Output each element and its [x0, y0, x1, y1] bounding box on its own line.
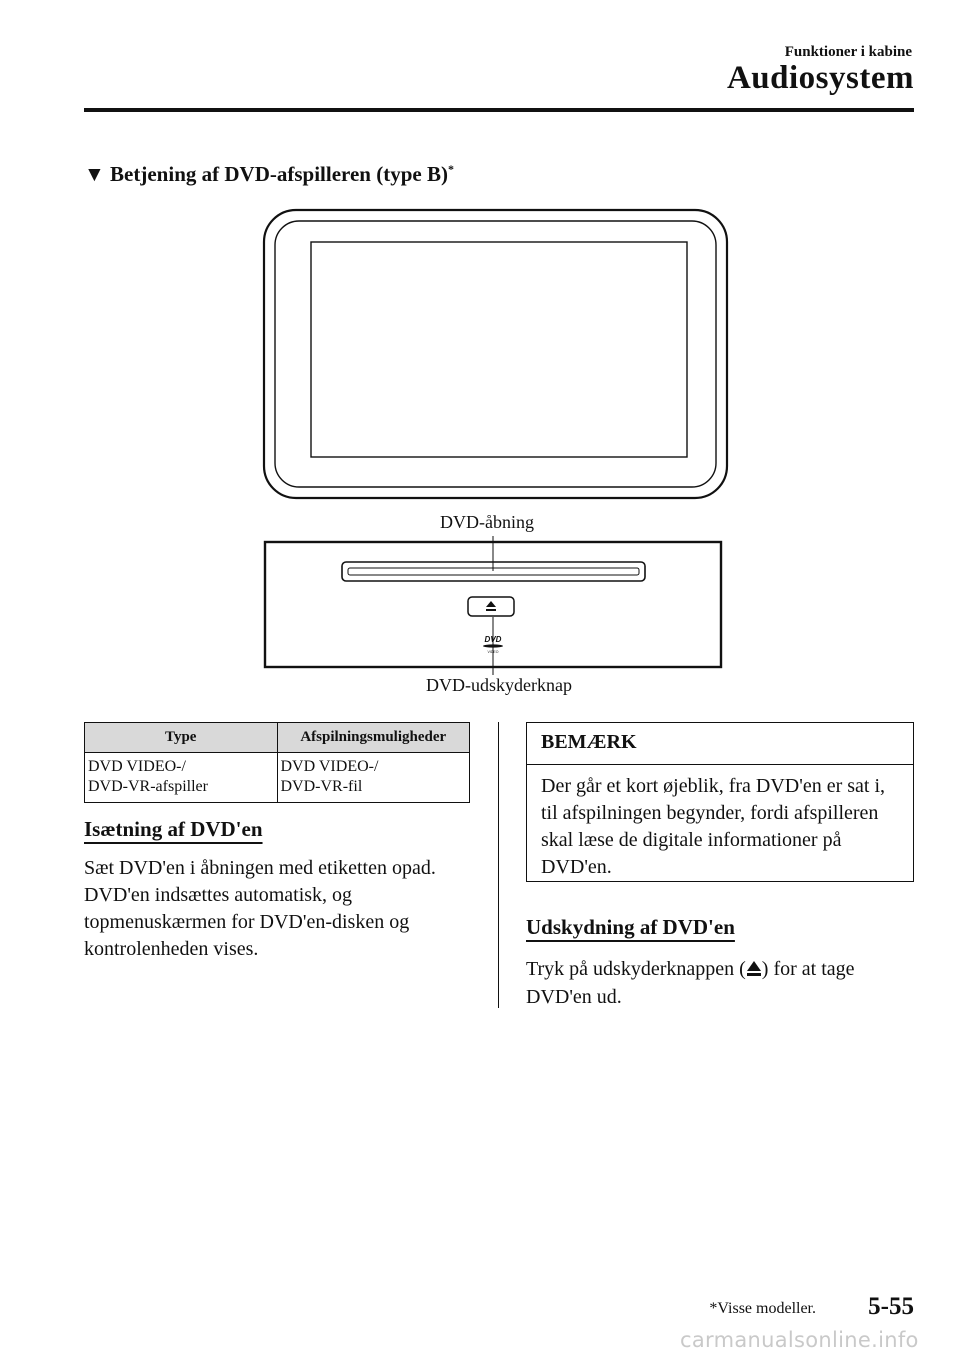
header-rule: [84, 108, 914, 112]
eject-button-label: DVD-udskyderknap: [426, 675, 572, 695]
table-header-type: Type: [84, 722, 278, 753]
dvd-opening-label: DVD-åbning: [440, 512, 534, 532]
cell-line: DVD-VR-afspiller: [88, 778, 208, 795]
chapter-title: Audiosystem: [726, 60, 914, 96]
note-box: BEMÆRK Der går et kort øjeblik, fra DVD'…: [526, 722, 914, 882]
section-bullet: ▼: [84, 162, 105, 186]
eject-text-after: ) for at tage DVD'en ud.: [526, 958, 855, 1008]
watermark: carmanualsonline.info: [680, 1328, 919, 1352]
table-header-row: Type Afspilningsmuligheder: [84, 722, 470, 753]
section-heading-text: Betjening af DVD-afspilleren (type B): [110, 162, 448, 186]
cell-line: DVD-VR-fil: [280, 778, 363, 795]
eject-text-before: Tryk på udskyderknappen (: [526, 958, 746, 980]
playback-table: Type Afspilningsmuligheder DVD VIDEO-/ D…: [84, 722, 470, 803]
table-row: DVD VIDEO-/ DVD-VR-afspiller DVD VIDEO-/…: [84, 752, 470, 803]
cell-line: DVD VIDEO-/: [280, 758, 379, 775]
section-heading: ▼ Betjening af DVD-afspilleren (type B)*: [84, 162, 454, 187]
chapter-subtitle: Funktioner i kabine: [784, 44, 912, 60]
insert-paragraph: Sæt DVD'en i åbningen med etiketten opad…: [84, 857, 436, 960]
table-header-playback: Afspilningsmuligheder: [276, 722, 470, 753]
monitor-screen: [310, 241, 688, 458]
note-title: BEMÆRK: [527, 723, 913, 765]
eject-heading: Udskydning af DVD'en: [526, 915, 735, 939]
cell-line: DVD VIDEO-/: [88, 758, 186, 775]
model-asterisk: *: [447, 162, 454, 176]
eject-paragraph: Tryk på udskyderknappen () for at tage D…: [526, 955, 916, 1011]
table-cell-playback: DVD VIDEO-/ DVD-VR-fil: [276, 752, 470, 803]
monitor-drawing: [262, 208, 729, 500]
eject-icon: [486, 601, 496, 611]
table-cell-type: DVD VIDEO-/ DVD-VR-afspiller: [84, 752, 278, 803]
monitor-inner-frame: [274, 220, 717, 488]
page-number: 5-55: [868, 1293, 914, 1320]
column-divider: [498, 722, 499, 1008]
note-text: Der går et kort øjeblik, fra DVD'en er s…: [541, 775, 886, 878]
dvd-player-illustration: DVD VIDEO: [262, 208, 729, 675]
footnote: *Visse modeller.: [709, 1300, 816, 1317]
eject-icon: [746, 961, 761, 976]
insert-heading: Isætning af DVD'en: [84, 817, 263, 841]
